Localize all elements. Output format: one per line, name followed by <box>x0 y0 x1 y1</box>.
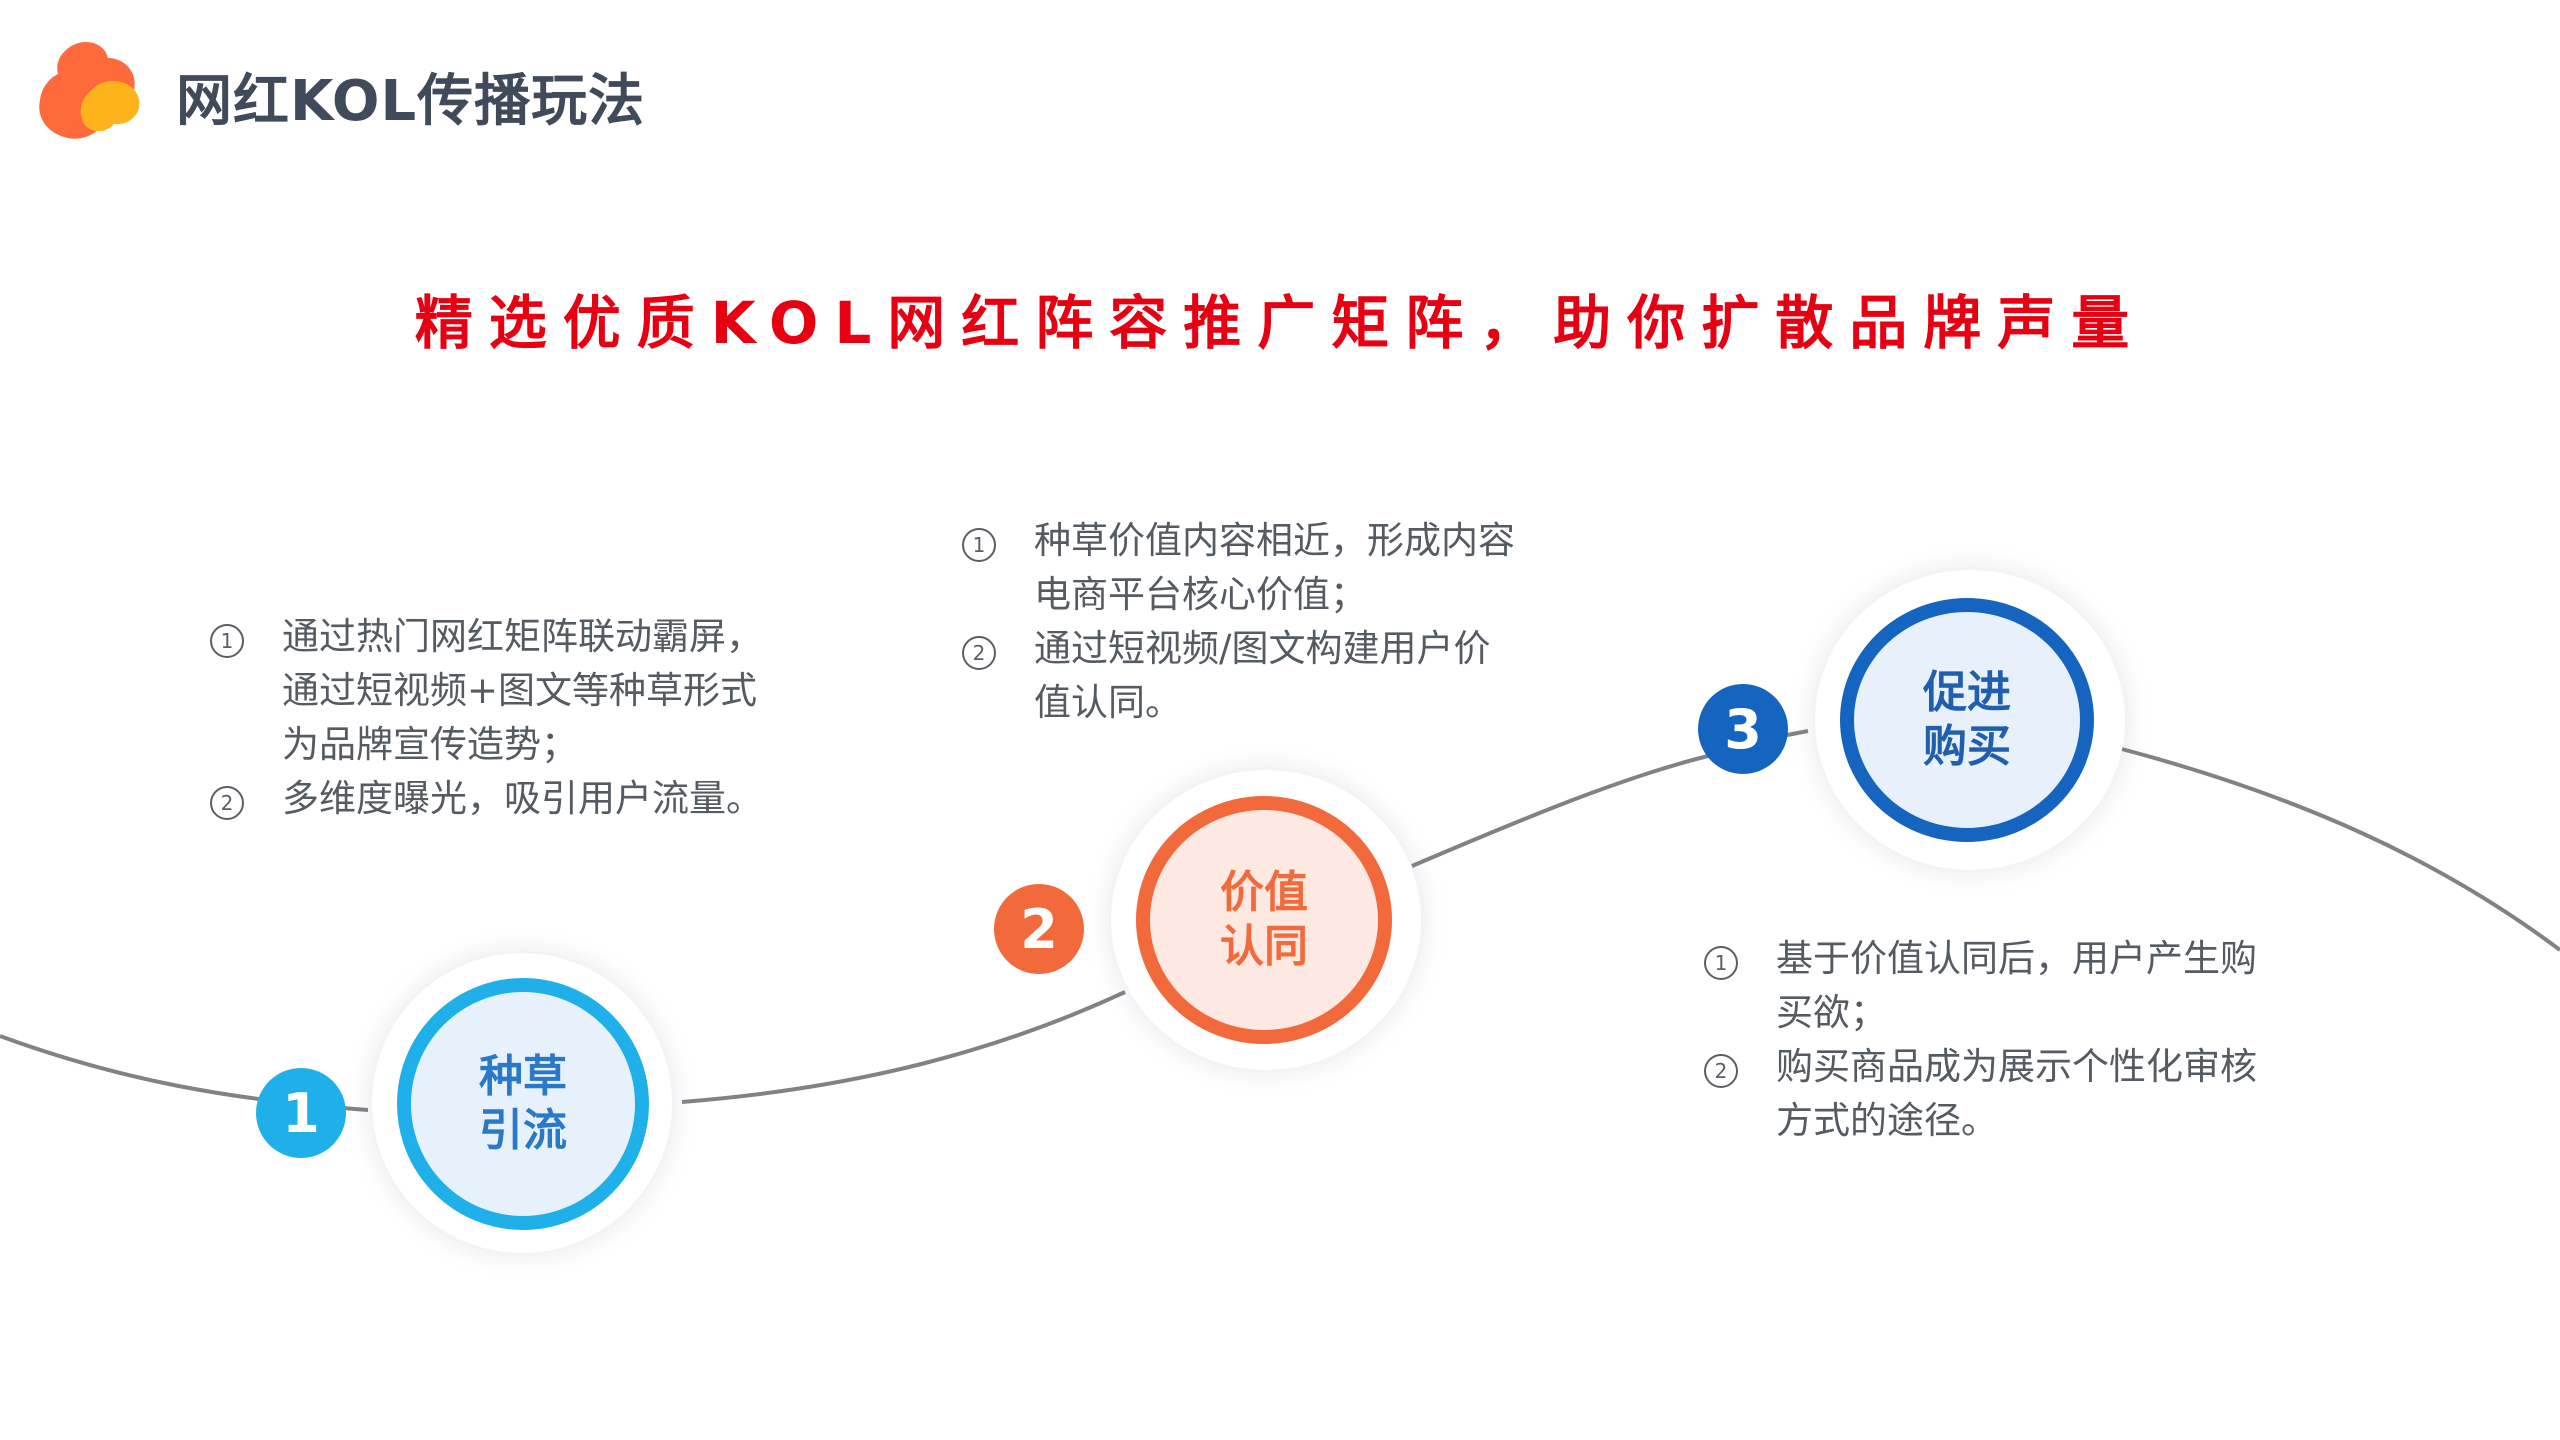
step-1-description: 1 通过热门网红矩阵联动霸屏， 通过短视频+图文等种草形式 为品牌宣传造势； 2… <box>210 610 763 826</box>
step-2-item-marker: 2 <box>962 636 996 670</box>
step-1-item: 2 多维度曝光，吸引用户流量。 <box>210 772 763 826</box>
step-1-item-marker: 2 <box>210 786 244 820</box>
step-3-title-line-1: 促进 <box>1923 667 2011 718</box>
step-1-item: 1 通过热门网红矩阵联动霸屏， 通过短视频+图文等种草形式 为品牌宣传造势； <box>210 610 763 772</box>
step-1-item-marker: 1 <box>210 624 244 658</box>
step-3-item-line: 买欲； <box>1776 991 1887 1034</box>
step-3-badge: 3 <box>1698 684 1788 774</box>
step-3-item-marker: 2 <box>1704 1054 1738 1088</box>
step-2-title-line-1: 价值 <box>1220 867 1308 918</box>
step-1-item-line: 多维度曝光，吸引用户流量。 <box>282 777 763 820</box>
step-2-title-line-2: 认同 <box>1220 921 1308 972</box>
step-1-item-line: 为品牌宣传造势； <box>282 723 578 766</box>
step-2-item: 2 通过短视频/图文构建用户价 值认同。 <box>962 622 1515 730</box>
step-3-circle: 促进 购买 <box>1840 598 2094 842</box>
step-1-item-line: 通过短视频+图文等种草形式 <box>282 669 758 712</box>
step-3-item: 1 基于价值认同后，用户产生购 买欲； <box>1704 932 2257 1040</box>
step-2-item-line: 通过短视频/图文构建用户价 <box>1034 627 1491 670</box>
step-2-item: 1 种草价值内容相近，形成内容 电商平台核心价值； <box>962 514 1515 622</box>
step-3-item-marker: 1 <box>1704 946 1738 980</box>
step-2-item-line: 种草价值内容相近，形成内容 <box>1034 519 1515 562</box>
step-3-item-line: 购买商品成为展示个性化审核 <box>1776 1045 2257 1088</box>
step-1-title-line-1: 种草 <box>479 1051 567 1102</box>
step-3-item: 2 购买商品成为展示个性化审核 方式的途径。 <box>1704 1040 2257 1148</box>
step-1-badge: 1 <box>256 1068 346 1158</box>
step-2-item-line: 电商平台核心价值； <box>1034 573 1367 616</box>
page-title: 网红KOL传播玩法 <box>176 69 646 134</box>
step-2-item-marker: 1 <box>962 528 996 562</box>
step-3-title-line-2: 购买 <box>1923 721 2011 772</box>
step-2-description: 1 种草价值内容相近，形成内容 电商平台核心价值； 2 通过短视频/图文构建用户… <box>962 514 1515 730</box>
step-1-circle: 种草 引流 <box>397 978 649 1230</box>
brand-logo-icon <box>39 41 140 139</box>
headline: 精选优质KOL网红阵容推广矩阵，助你扩散品牌声量 <box>414 289 2146 357</box>
step-2-badge: 2 <box>994 884 1084 974</box>
step-3-item-line: 基于价值认同后，用户产生购 <box>1776 937 2257 980</box>
step-2-item-line: 值认同。 <box>1034 681 1182 724</box>
step-1-item-line: 通过热门网红矩阵联动霸屏， <box>282 615 763 658</box>
step-2-circle: 价值 认同 <box>1136 796 1392 1044</box>
step-3-item-line: 方式的途径。 <box>1776 1099 1998 1142</box>
step-3-description: 1 基于价值认同后，用户产生购 买欲； 2 购买商品成为展示个性化审核 方式的途… <box>1704 932 2257 1148</box>
step-1-title-line-2: 引流 <box>479 1105 567 1156</box>
